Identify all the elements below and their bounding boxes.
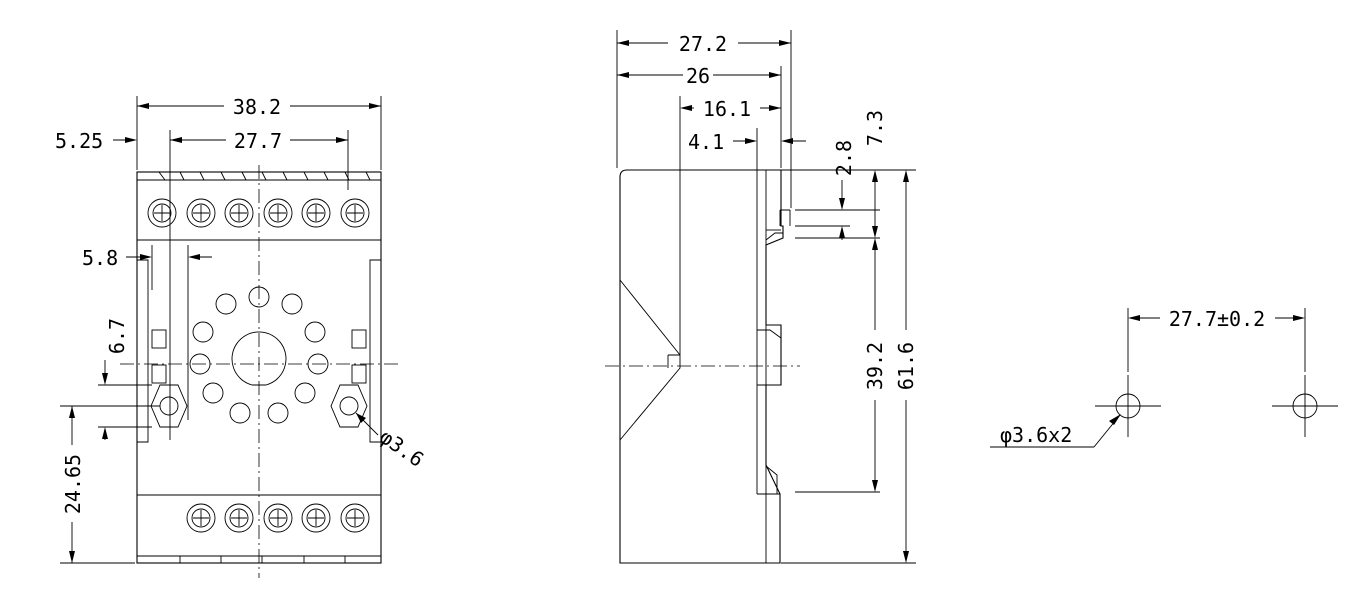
dim-terminal-pitch: 27.7 [169, 129, 349, 440]
mounting-nut-right [330, 384, 368, 428]
center-key-socket [231, 331, 287, 386]
label-4-1: 4.1 [688, 130, 724, 154]
bottom-terminal-screws [186, 503, 370, 533]
upper-hook [765, 209, 791, 241]
label-2-8: 2.8 [832, 140, 856, 176]
label-27-7: 27.7 [234, 129, 282, 153]
side-slope-facet [619, 279, 681, 441]
dim-overall-height: 61.6 [781, 170, 918, 564]
label-27-2: 27.2 [679, 32, 727, 56]
label-6-7: 6.7 [105, 318, 129, 354]
dim-rail-depth: 16.1 [680, 97, 781, 121]
middle-latch [757, 329, 782, 386]
side-body-outline [619, 169, 784, 564]
label-16-1: 16.1 [703, 97, 751, 121]
lower-hook [765, 465, 778, 494]
mounting-pattern: 27.7±0.2 φ3.6x2 [990, 307, 1338, 448]
dim-hole-to-bottom: 24.65 [60, 405, 160, 564]
label-38-2: 38.2 [233, 95, 281, 119]
label-phi-3-6: φ3.6 [375, 424, 428, 471]
mount-hole-left [1095, 375, 1161, 437]
front-view: 38.2 27.7 5.25 5.8 [55, 95, 428, 578]
dim-step: 4.1 [688, 128, 806, 230]
dim-hook-spacing: 39.2 [795, 238, 887, 493]
mount-hole-right [1272, 375, 1338, 437]
label-26: 26 [686, 64, 710, 88]
label-24-65: 24.65 [61, 454, 85, 514]
label-5-8: 5.8 [82, 246, 118, 270]
dim-tab: 2.8 7.3 [781, 110, 916, 240]
side-view: 27.2 26 16.1 4.1 [605, 30, 918, 564]
dim-terminal-offset: 5.8 [82, 245, 212, 420]
label-phi-3-6x2: φ3.6x2 [1000, 423, 1072, 447]
dim-left-offset: 5.25 [55, 129, 137, 153]
dim-body-depth: 26 [617, 64, 782, 168]
label-39-2: 39.2 [863, 342, 887, 390]
top-terminal-screws [147, 198, 370, 228]
dim-total-depth: 27.2 [616, 30, 792, 208]
dim-hole-spacing: 27.7±0.2 [1127, 307, 1306, 372]
label-5-25: 5.25 [55, 129, 103, 153]
dim-overall-width: 38.2 [136, 95, 382, 170]
side-rails [137, 259, 381, 443]
dim-hole-offset: 6.7 [98, 318, 152, 440]
top-terminal-ribs [136, 171, 381, 181]
label-61-6: 61.6 [894, 342, 918, 390]
dim-hole-callout: φ3.6x2 [990, 414, 1121, 448]
label-7-3: 7.3 [863, 110, 887, 146]
socket-pin-holes [189, 286, 329, 424]
label-27-7-tolerance: 27.7±0.2 [1169, 307, 1265, 331]
